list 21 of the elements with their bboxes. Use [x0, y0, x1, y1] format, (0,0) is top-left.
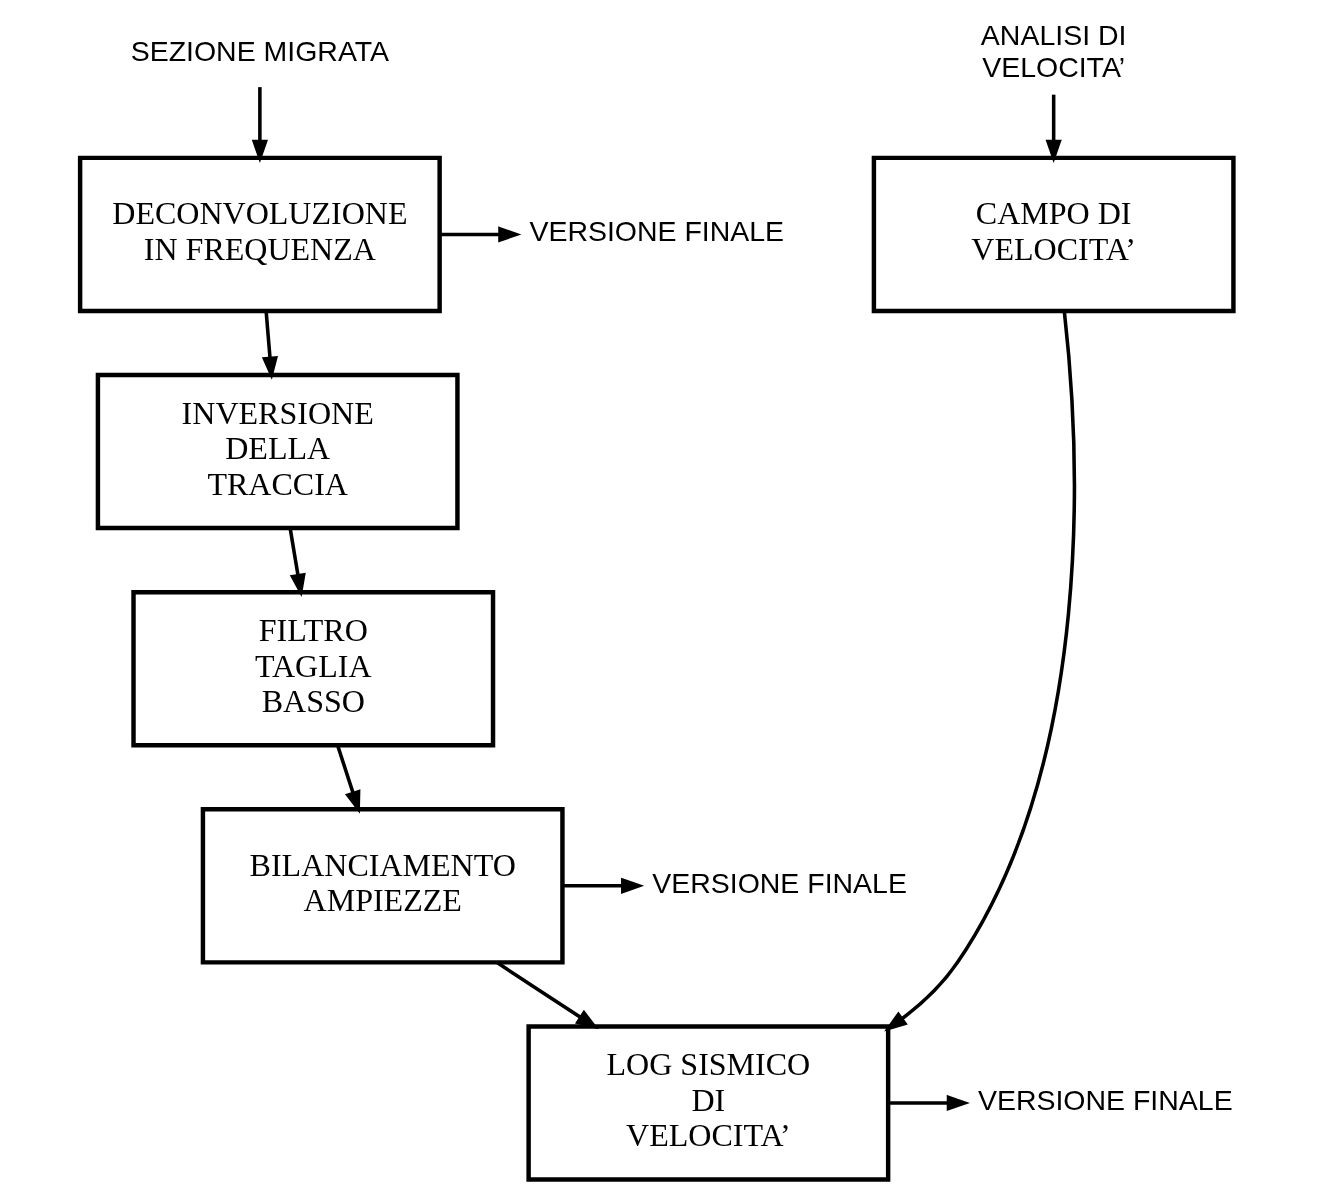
arrow	[261, 311, 278, 380]
node-box: BILANCIAMENTO AMPIEZZE	[200, 807, 565, 965]
node-box: FILTRO TAGLIA BASSO	[131, 589, 496, 748]
arrow	[888, 1094, 970, 1112]
arrow	[336, 745, 361, 814]
node-text: VERSIONE FINALE	[529, 215, 785, 248]
arrow	[251, 87, 268, 163]
node-text: SEZIONE MIGRATA	[130, 35, 390, 68]
arrow	[562, 877, 645, 894]
node-box: LOG SISMICO DI VELOCITA’	[526, 1024, 891, 1182]
node-box: DECONVOLUZIONE IN FREQUENZA	[77, 155, 442, 314]
node-box: INVERSIONE DELLA TRACCIA	[95, 372, 460, 531]
node-box: CAMPO DI VELOCITA’	[871, 155, 1236, 314]
node-text: VERSIONE FINALE	[652, 866, 907, 899]
arrow	[439, 226, 522, 243]
arrow	[884, 311, 1076, 1032]
arrow	[1045, 94, 1062, 163]
arrow	[288, 528, 306, 597]
node-text: VERSIONE FINALE	[977, 1083, 1233, 1116]
arrow	[496, 961, 599, 1030]
node-text: ANALISI DI VELOCITA’	[980, 19, 1127, 84]
